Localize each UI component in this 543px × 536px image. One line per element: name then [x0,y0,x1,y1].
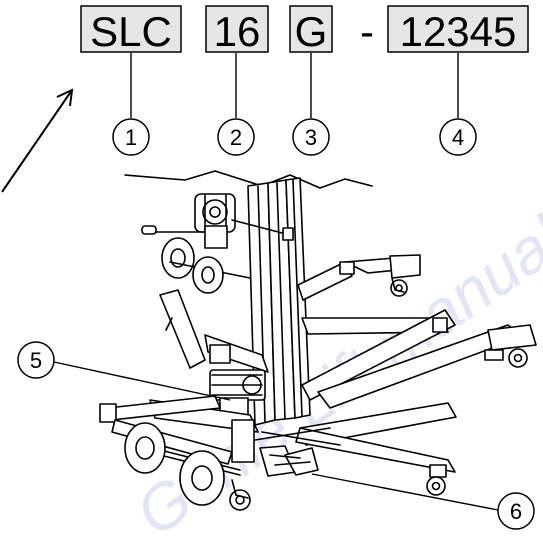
callout-1-label: 1 [125,125,137,150]
callout-2-label: 2 [230,125,242,150]
upper-wheels [161,237,251,294]
model-code: SLC 16 G - 12345 [80,5,529,55]
callout-3-label: 3 [305,125,317,150]
code-dash: - [360,8,374,55]
series-code-box: SLC [80,5,182,55]
winch-handle [141,225,206,235]
winch [194,193,294,249]
height-code: 16 [214,8,261,55]
lower-wheels [124,422,241,506]
callout-2: 2 [217,118,255,156]
serial-code-box: 12345 [387,5,529,55]
lift-illustration [99,170,537,511]
serial-code: 12345 [400,8,517,55]
right-outrigger [317,324,537,409]
callout-5: 5 [17,341,231,401]
callout-1: 1 [112,118,150,156]
callout-4-label: 4 [452,125,464,150]
callout-5-label: 5 [30,348,42,373]
code-leaders [130,53,459,118]
type-code-box: G [289,5,333,55]
callout-3: 3 [292,118,330,156]
mast-break-line [124,170,373,189]
braces [254,427,341,446]
pointer-arrow [1,88,74,193]
type-code: G [295,8,328,55]
rear-leg-lower [301,309,456,401]
callout-6: 6 [311,473,535,530]
support-arm [159,289,269,373]
height-code-box: 16 [205,5,269,55]
rear-leg-upper [297,254,421,301]
callout-6-label: 6 [510,499,522,524]
callout-4: 4 [439,118,477,156]
series-code: SLC [90,8,172,55]
front-right-leg [295,402,457,496]
